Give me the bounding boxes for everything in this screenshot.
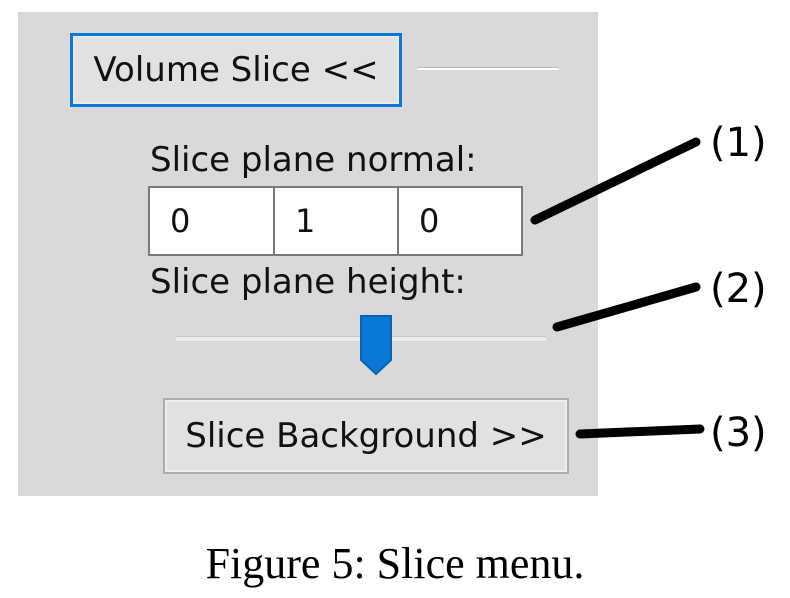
callout-label-2: (2) <box>710 266 767 312</box>
callout-line-1 <box>530 137 701 225</box>
normal-z-field[interactable]: 0 <box>397 186 523 256</box>
section-divider-line <box>418 67 558 70</box>
figure-caption: Figure 5: Slice menu. <box>205 539 585 588</box>
normal-y-field[interactable]: 1 <box>273 186 399 256</box>
slice-background-button[interactable]: Slice Background >> <box>163 398 569 474</box>
slice-plane-normal-label: Slice plane normal: <box>150 140 477 180</box>
callout-line-3 <box>575 424 705 439</box>
callout-label-1: (1) <box>710 120 767 166</box>
volume-slice-toggle-button[interactable]: Volume Slice << <box>70 33 402 107</box>
callout-line-2 <box>552 282 701 332</box>
height-slider-thumb[interactable] <box>359 314 393 376</box>
callout-label-3: (3) <box>710 410 767 456</box>
slice-plane-height-label: Slice plane height: <box>150 262 466 302</box>
